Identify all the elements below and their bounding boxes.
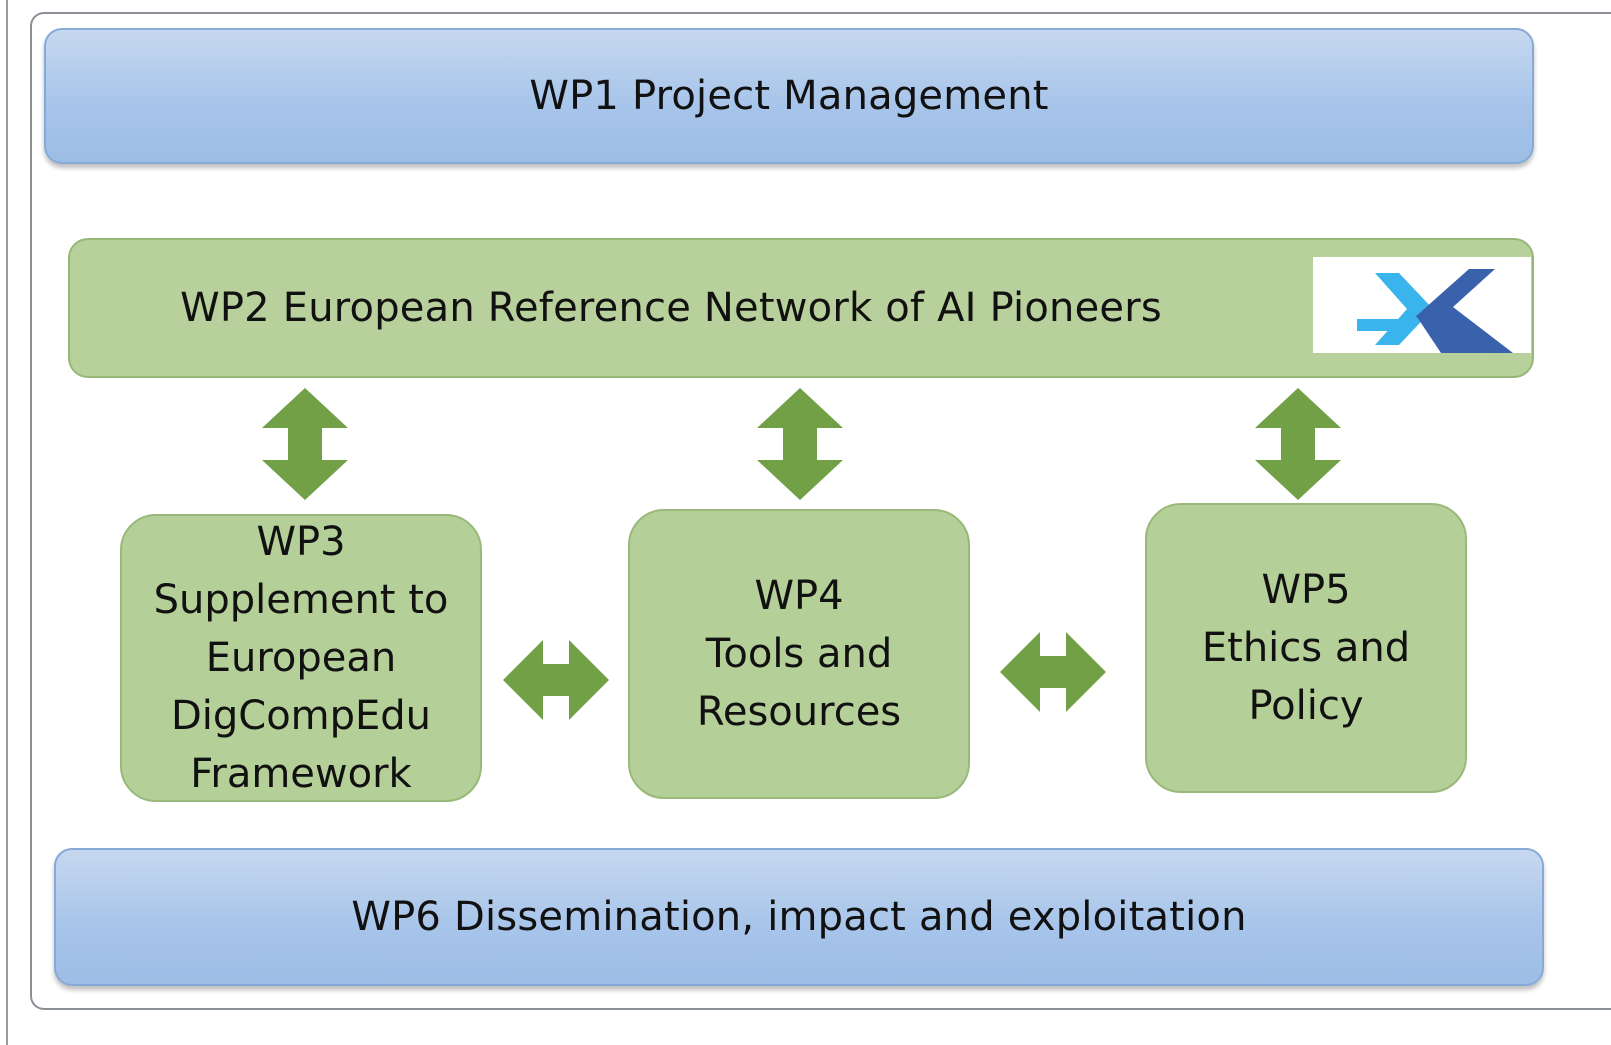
wp1-label: WP1 Project Management bbox=[529, 73, 1049, 119]
wp4-line: WP4 bbox=[754, 573, 844, 619]
wp3-digcompedu-box: WP3 Supplement to European DigCompEdu Fr… bbox=[120, 514, 482, 802]
wp5-line: Policy bbox=[1248, 683, 1364, 729]
double-arrow-horizontal-icon bbox=[1000, 632, 1106, 716]
double-arrow-vertical-icon bbox=[757, 388, 843, 504]
double-arrow-vertical-icon bbox=[1255, 388, 1341, 504]
wp2-label: WP2 European Reference Network of AI Pio… bbox=[180, 285, 1162, 331]
left-edge-rule bbox=[6, 0, 8, 1045]
wp5-ethics-policy-box: WP5 Ethics and Policy bbox=[1145, 503, 1467, 793]
wp1-project-management-band: WP1 Project Management bbox=[44, 28, 1534, 164]
network-logo-icon bbox=[1313, 257, 1531, 353]
wp4-tools-resources-box: WP4 Tools and Resources bbox=[628, 509, 970, 799]
wp3-line: Framework bbox=[190, 751, 412, 797]
wp4-line: Tools and bbox=[705, 631, 893, 677]
double-arrow-horizontal-icon bbox=[503, 640, 609, 724]
wp2-reference-network-band: WP2 European Reference Network of AI Pio… bbox=[68, 238, 1534, 378]
wp3-line: DigCompEdu bbox=[170, 693, 432, 739]
wp6-dissemination-band: WP6 Dissemination, impact and exploitati… bbox=[54, 848, 1544, 986]
wp4-line: Resources bbox=[696, 689, 902, 735]
wp5-line: Ethics and bbox=[1201, 625, 1411, 671]
wp6-label: WP6 Dissemination, impact and exploitati… bbox=[351, 894, 1247, 940]
wp5-line: WP5 bbox=[1261, 567, 1351, 613]
wp3-line: Supplement to bbox=[153, 577, 449, 623]
wp3-line: European bbox=[205, 635, 397, 681]
wp3-line: WP3 bbox=[256, 519, 346, 565]
double-arrow-vertical-icon bbox=[262, 388, 348, 504]
